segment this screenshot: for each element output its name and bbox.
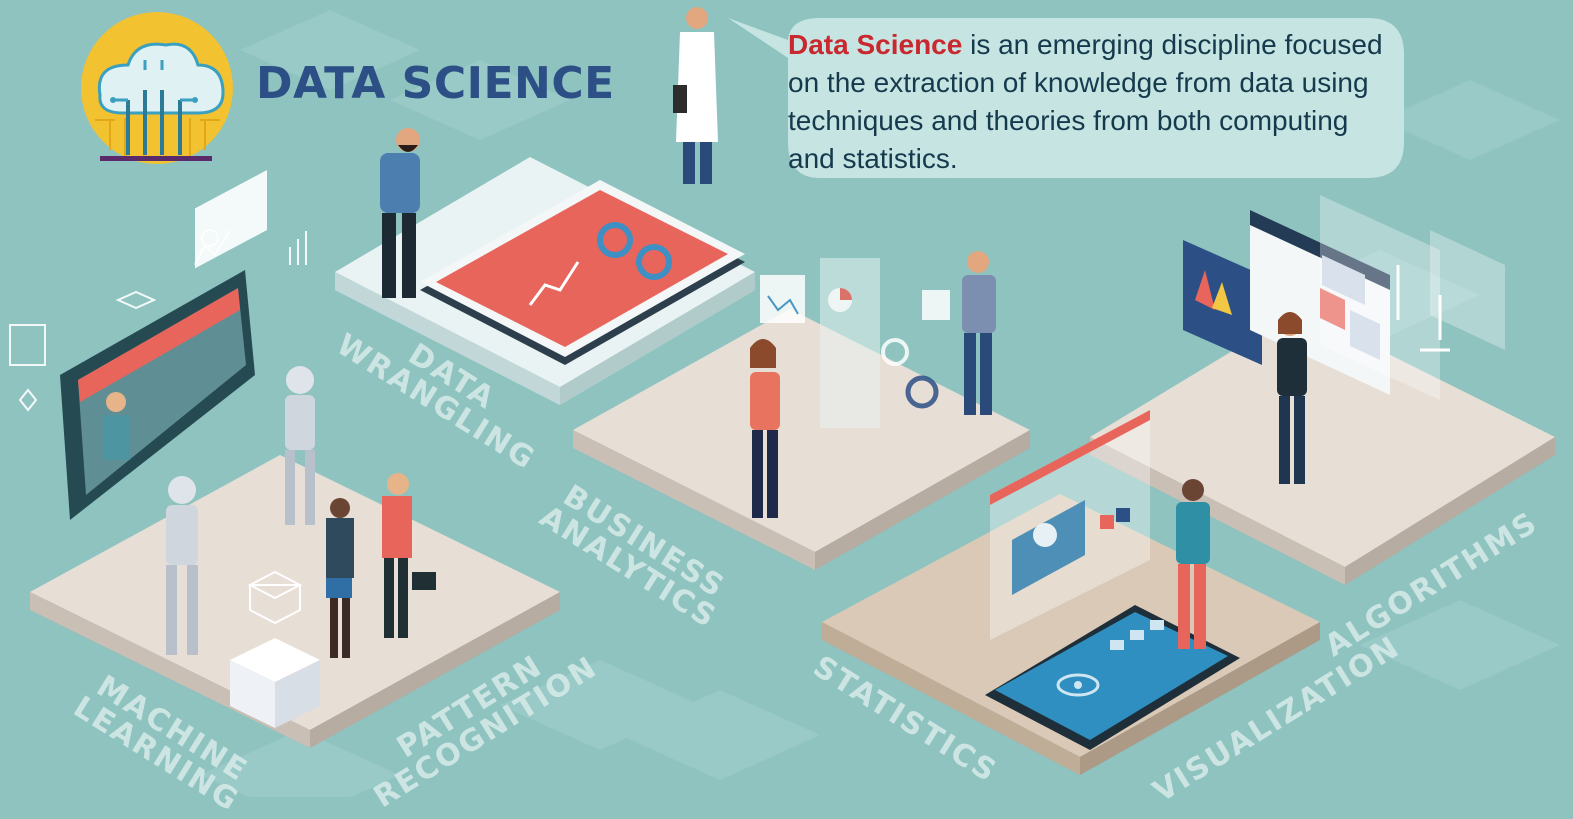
illustration-scene (9, 7, 1560, 797)
floating-icons-left (9, 229, 307, 412)
intro-speech-bubble: Data Science is an emerging discipline f… (728, 18, 1404, 178)
speech-bubble-shape (728, 18, 1404, 178)
person-algorithms (1277, 312, 1307, 484)
business-analytics-tile (573, 309, 1030, 570)
robots-and-people (166, 366, 436, 728)
intro-text: Data Science is an emerging discipline f… (788, 26, 1388, 178)
visualization-screens (990, 410, 1150, 640)
person-analyst-woman (750, 339, 780, 518)
logo-title: DATA SCIENCE (256, 58, 615, 109)
data-wrangling-tablet (420, 180, 745, 365)
person-thinking (380, 128, 420, 298)
algorithms-tile (1090, 310, 1555, 585)
person-analyst-man (962, 251, 996, 415)
intro-body: is an emerging discipline focused on the… (788, 29, 1383, 174)
analytics-panels (760, 258, 950, 428)
smartphone (985, 605, 1240, 750)
intro-highlight: Data Science (788, 29, 963, 60)
scientist-figure (673, 7, 718, 184)
data-science-logo (81, 12, 233, 164)
algorithm-screens (1183, 195, 1505, 400)
presentation-tablet (60, 170, 267, 520)
person-visualization (1176, 479, 1210, 649)
